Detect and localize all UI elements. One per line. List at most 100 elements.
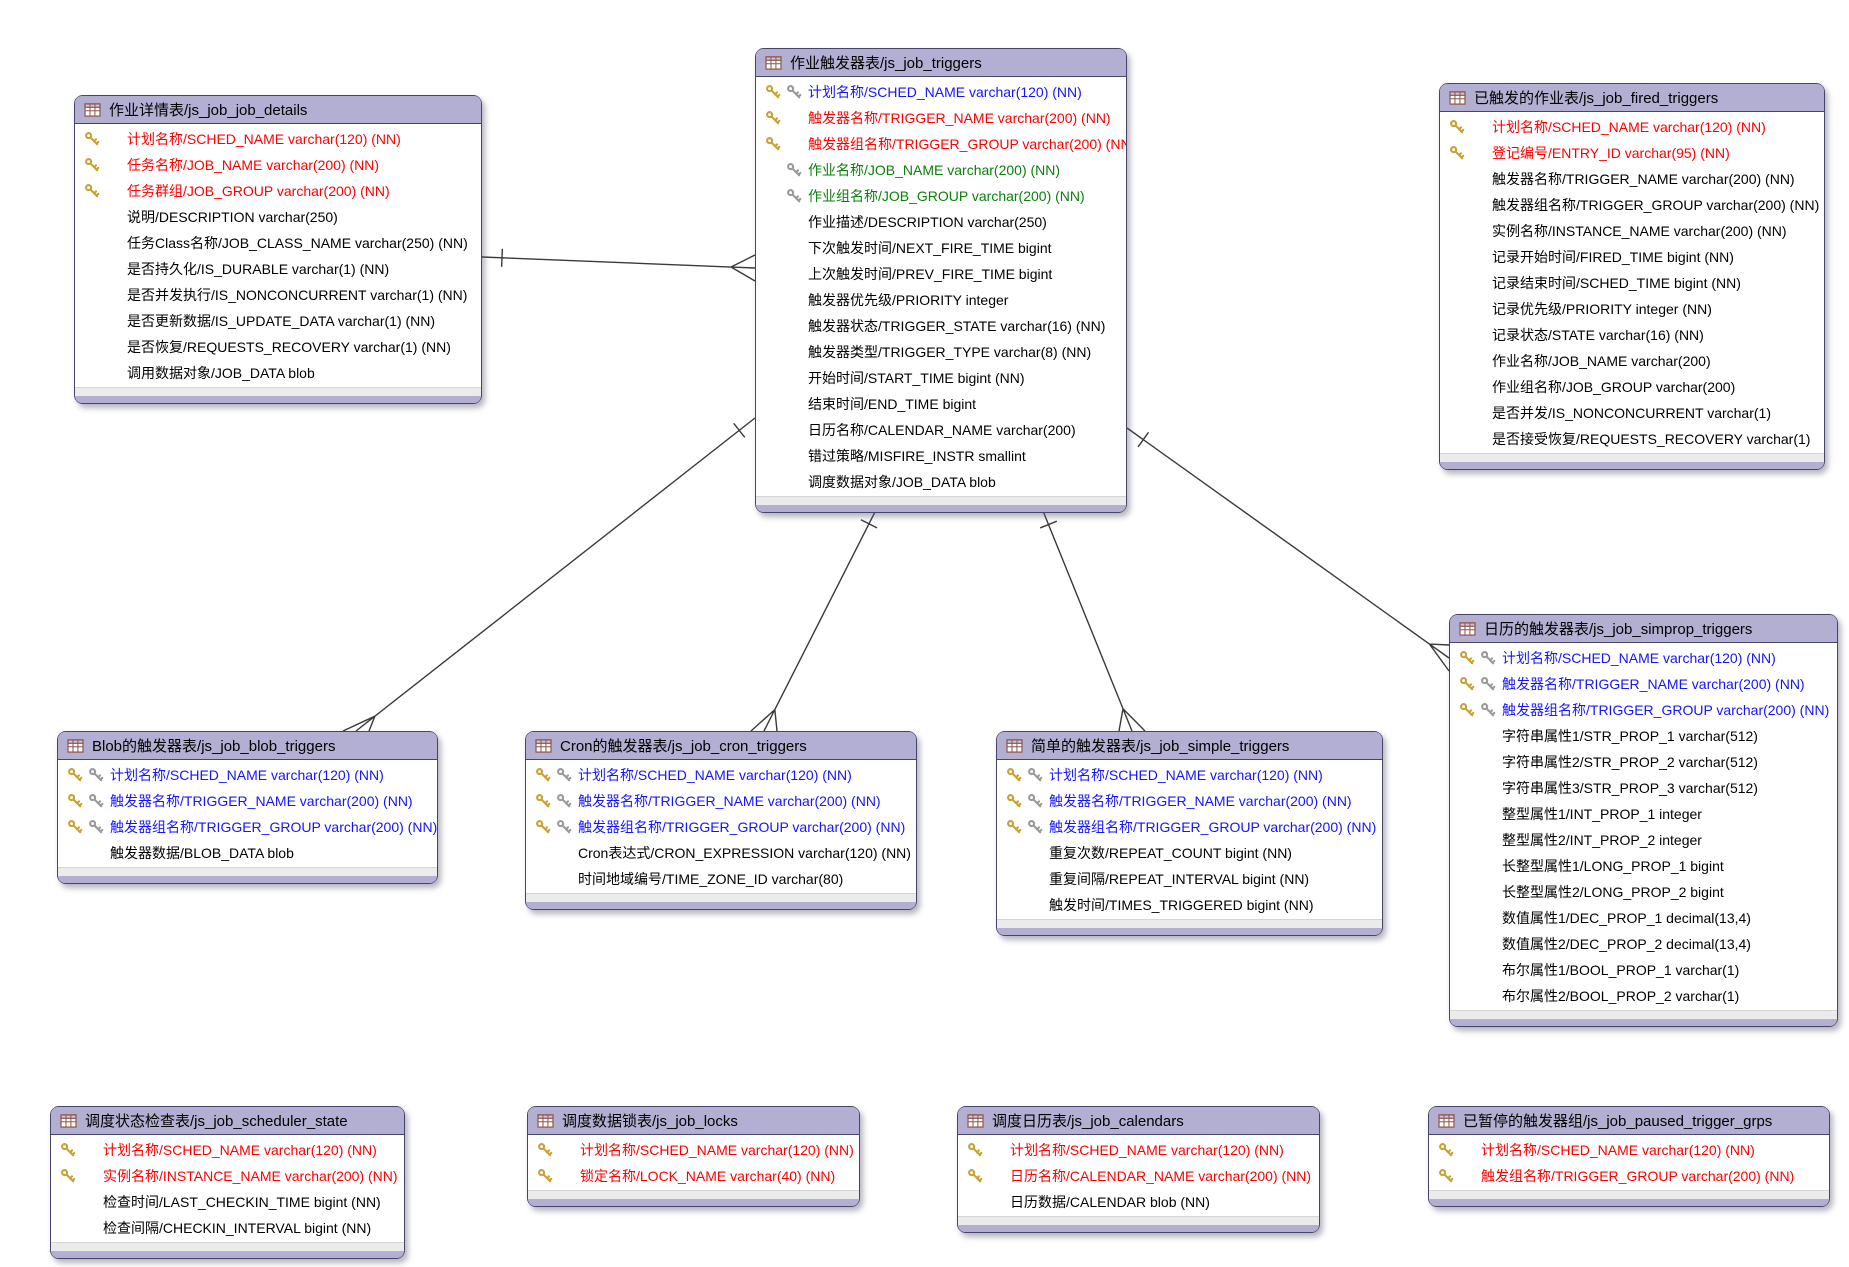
column-row[interactable]: 下次触发时间/NEXT_FIRE_TIME bigint [756,235,1126,261]
table-header[interactable]: 已暂停的触发器组/js_job_paused_trigger_grps [1429,1107,1829,1135]
column-row[interactable]: 错过策略/MISFIRE_INSTR smallint [756,443,1126,469]
column-row[interactable]: 触发器组名称/TRIGGER_GROUP varchar(200) (NN) [1440,192,1824,218]
table-header[interactable]: Cron的触发器表/js_job_cron_triggers [526,732,916,760]
table-header[interactable]: 已触发的作业表/js_job_fired_triggers [1440,84,1824,112]
column-row[interactable]: 记录结束时间/SCHED_TIME bigint (NN) [1440,270,1824,296]
column-row[interactable]: 实例名称/INSTANCE_NAME varchar(200) (NN) [51,1163,404,1189]
column-row[interactable]: 任务Class名称/JOB_CLASS_NAME varchar(250) (N… [75,230,481,256]
column-row[interactable]: 触发器名称/TRIGGER_NAME varchar(200) (NN) [58,788,437,814]
column-row[interactable]: 作业组名称/JOB_GROUP varchar(200) [1440,374,1824,400]
column-row[interactable]: 上次触发时间/PREV_FIRE_TIME bigint [756,261,1126,287]
column-row[interactable]: 长整型属性2/LONG_PROP_2 bigint [1450,879,1837,905]
column-row[interactable]: 计划名称/SCHED_NAME varchar(120) (NN) [58,762,437,788]
column-row[interactable]: 计划名称/SCHED_NAME varchar(120) (NN) [958,1137,1319,1163]
column-row[interactable]: 调度数据对象/JOB_DATA blob [756,469,1126,495]
column-row[interactable]: 触发器名称/TRIGGER_NAME varchar(200) (NN) [526,788,916,814]
column-row[interactable]: 触发器组名称/TRIGGER_GROUP varchar(200) (NN) [1450,697,1837,723]
column-row[interactable]: 触发器名称/TRIGGER_NAME varchar(200) (NN) [997,788,1382,814]
table-header[interactable]: 调度状态检查表/js_job_scheduler_state [51,1107,404,1135]
column-row[interactable]: 触发器组名称/TRIGGER_GROUP varchar(200) (NN) [997,814,1382,840]
relation-js_job_triggers-js_job_blob_triggers[interactable] [342,417,756,732]
column-row[interactable]: 任务群组/JOB_GROUP varchar(200) (NN) [75,178,481,204]
column-row[interactable]: 开始时间/START_TIME bigint (NN) [756,365,1126,391]
column-row[interactable]: 触发器类型/TRIGGER_TYPE varchar(8) (NN) [756,339,1126,365]
relation-js_job_triggers-js_job_simprop_triggers[interactable] [1126,427,1450,672]
table-header[interactable]: Blob的触发器表/js_job_blob_triggers [58,732,437,760]
table-header[interactable]: 调度日历表/js_job_calendars [958,1107,1319,1135]
column-row[interactable]: 重复间隔/REPEAT_INTERVAL bigint (NN) [997,866,1382,892]
column-row[interactable]: 是否并发执行/IS_NONCONCURRENT varchar(1) (NN) [75,282,481,308]
column-row[interactable]: Cron表达式/CRON_EXPRESSION varchar(120) (NN… [526,840,916,866]
column-row[interactable]: 计划名称/SCHED_NAME varchar(120) (NN) [997,762,1382,788]
column-row[interactable]: 任务名称/JOB_NAME varchar(200) (NN) [75,152,481,178]
column-row[interactable]: 重复次数/REPEAT_COUNT bigint (NN) [997,840,1382,866]
column-row[interactable]: 触发器名称/TRIGGER_NAME varchar(200) (NN) [1450,671,1837,697]
column-row[interactable]: 计划名称/SCHED_NAME varchar(120) (NN) [1450,645,1837,671]
column-row[interactable]: 计划名称/SCHED_NAME varchar(120) (NN) [1429,1137,1829,1163]
column-row[interactable]: 长整型属性1/LONG_PROP_1 bigint [1450,853,1837,879]
column-row[interactable]: 数值属性2/DEC_PROP_2 decimal(13,4) [1450,931,1837,957]
table-header[interactable]: 作业详情表/js_job_job_details [75,96,481,124]
table-header[interactable]: 简单的触发器表/js_job_simple_triggers [997,732,1382,760]
table-header[interactable]: 调度数据锁表/js_job_locks [528,1107,859,1135]
column-row[interactable]: 记录开始时间/FIRED_TIME bigint (NN) [1440,244,1824,270]
relation-js_job_job_details-js_job_triggers[interactable] [481,248,756,282]
column-row[interactable]: 触发器状态/TRIGGER_STATE varchar(16) (NN) [756,313,1126,339]
column-row[interactable]: 计划名称/SCHED_NAME varchar(120) (NN) [528,1137,859,1163]
relation-js_job_triggers-js_job_simple_triggers[interactable] [1039,505,1146,732]
column-row[interactable]: 调用数据对象/JOB_DATA blob [75,360,481,386]
column-row[interactable]: 计划名称/SCHED_NAME varchar(120) (NN) [526,762,916,788]
column-row[interactable]: 时间地域编号/TIME_ZONE_ID varchar(80) [526,866,916,892]
column-row[interactable]: 检查时间/LAST_CHECKIN_TIME bigint (NN) [51,1189,404,1215]
column-row[interactable]: 数值属性1/DEC_PROP_1 decimal(13,4) [1450,905,1837,931]
column-row[interactable]: 计划名称/SCHED_NAME varchar(120) (NN) [1440,114,1824,140]
column-row[interactable]: 记录优先级/PRIORITY integer (NN) [1440,296,1824,322]
column-row[interactable]: 字符串属性3/STR_PROP_3 varchar(512) [1450,775,1837,801]
table-header[interactable]: 日历的触发器表/js_job_simprop_triggers [1450,615,1837,643]
table-header[interactable]: 作业触发器表/js_job_triggers [756,49,1126,77]
column-row[interactable]: 字符串属性1/STR_PROP_1 varchar(512) [1450,723,1837,749]
column-row[interactable]: 触发组名称/TRIGGER_GROUP varchar(200) (NN) [1429,1163,1829,1189]
column-row[interactable]: 日历名称/CALENDAR_NAME varchar(200) (NN) [958,1163,1319,1189]
column-row[interactable]: 计划名称/SCHED_NAME varchar(120) (NN) [756,79,1126,105]
column-row[interactable]: 实例名称/INSTANCE_NAME varchar(200) (NN) [1440,218,1824,244]
column-row[interactable]: 布尔属性1/BOOL_PROP_1 varchar(1) [1450,957,1837,983]
column-row[interactable]: 整型属性2/INT_PROP_2 integer [1450,827,1837,853]
column-row[interactable]: 触发器优先级/PRIORITY integer [756,287,1126,313]
column-row[interactable]: 是否更新数据/IS_UPDATE_DATA varchar(1) (NN) [75,308,481,334]
column-row[interactable]: 触发器组名称/TRIGGER_GROUP varchar(200) (NN) [58,814,437,840]
column-row[interactable]: 结束时间/END_TIME bigint [756,391,1126,417]
column-row[interactable]: 说明/DESCRIPTION varchar(250) [75,204,481,230]
column-row[interactable]: 记录状态/STATE varchar(16) (NN) [1440,322,1824,348]
column-row[interactable]: 整型属性1/INT_PROP_1 integer [1450,801,1837,827]
column-row[interactable]: 字符串属性2/STR_PROP_2 varchar(512) [1450,749,1837,775]
column-row[interactable]: 是否持久化/IS_DURABLE varchar(1) (NN) [75,256,481,282]
column-row[interactable]: 触发器组名称/TRIGGER_GROUP varchar(200) (NN) [526,814,916,840]
column-row[interactable]: 触发器组名称/TRIGGER_GROUP varchar(200) (NN) [756,131,1126,157]
column-row[interactable]: 日历名称/CALENDAR_NAME varchar(200) [756,417,1126,443]
column-row[interactable]: 锁定名称/LOCK_NAME varchar(40) (NN) [528,1163,859,1189]
column-row[interactable]: 触发时间/TIMES_TRIGGERED bigint (NN) [997,892,1382,918]
column-row[interactable]: 作业名称/JOB_NAME varchar(200) [1440,348,1824,374]
column-row[interactable]: 是否并发/IS_NONCONCURRENT varchar(1) [1440,400,1824,426]
column-row[interactable]: 计划名称/SCHED_NAME varchar(120) (NN) [75,126,481,152]
column-row[interactable]: 触发器名称/TRIGGER_NAME varchar(200) (NN) [756,105,1126,131]
column-row[interactable]: 触发器名称/TRIGGER_NAME varchar(200) (NN) [1440,166,1824,192]
column-row[interactable]: 是否恢复/REQUESTS_RECOVERY varchar(1) (NN) [75,334,481,360]
column-row[interactable]: 登记编号/ENTRY_ID varchar(95) (NN) [1440,140,1824,166]
column-row[interactable]: 作业描述/DESCRIPTION varchar(250) [756,209,1126,235]
column-row[interactable]: 作业组名称/JOB_GROUP varchar(200) (NN) [756,183,1126,209]
column-row[interactable]: 计划名称/SCHED_NAME varchar(120) (NN) [51,1137,404,1163]
column-row[interactable]: 作业名称/JOB_NAME varchar(200) (NN) [756,157,1126,183]
column-row[interactable]: 检查间隔/CHECKIN_INTERVAL bigint (NN) [51,1215,404,1241]
